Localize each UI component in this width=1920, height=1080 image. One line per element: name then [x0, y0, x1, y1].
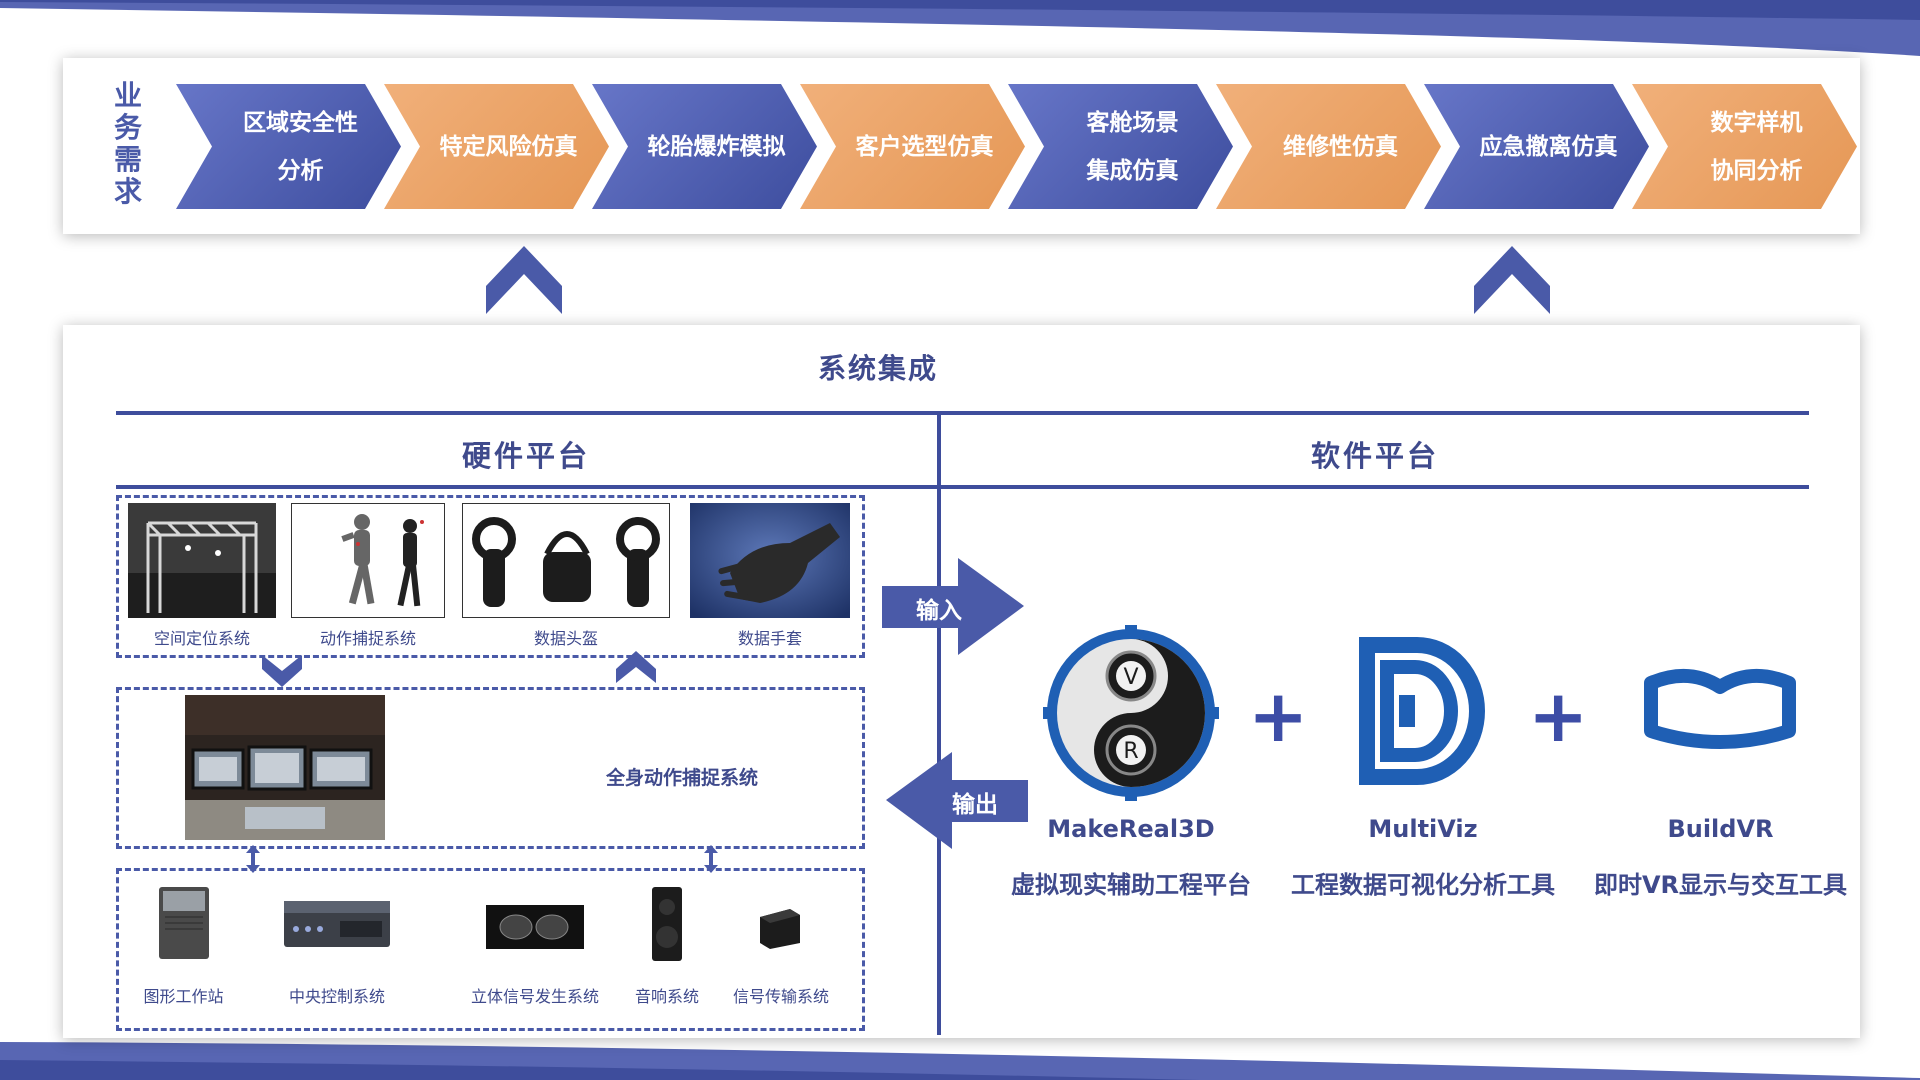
- vr-headset-image: [462, 503, 670, 618]
- panel-title: 系统集成: [817, 352, 938, 385]
- device-caption: 音响系统: [634, 987, 699, 1006]
- multiviz-logo: [1359, 637, 1485, 785]
- chevron-line1: 数字样机: [1710, 109, 1803, 136]
- device-caption: 空间定位系统: [153, 629, 250, 648]
- chevron-digital-mockup: 数字样机协同分析: [1632, 84, 1857, 209]
- product-name: MakeReal3D: [1047, 815, 1215, 843]
- chevron-cabin-scene: 客舱场景集成仿真: [1008, 84, 1233, 209]
- makereal3d-logo: V R: [1043, 625, 1219, 801]
- business-requirements-band: 业务需求 区域安全性分析 特定风险仿真 轮胎爆炸模拟 客户选型仿真 客舱场景集成…: [63, 58, 1860, 234]
- product-description: 虚拟现实辅助工程平台: [1011, 871, 1251, 899]
- workstation-image: [151, 885, 216, 960]
- device-caption: 数据头盔: [533, 629, 598, 648]
- chevron-line2: 协同分析: [1710, 157, 1803, 184]
- bottom-decoration: [0, 1042, 1920, 1080]
- chevron-line1: 区域安全性: [243, 109, 358, 136]
- svg-text:V: V: [1123, 665, 1138, 690]
- chevron-down-icon: [262, 655, 302, 687]
- control-room-image: [185, 695, 385, 840]
- system-integration-panel: 系统集成 硬件平台 软件平台 空间定位系统: [63, 325, 1860, 1038]
- positioning-system-image: [128, 503, 276, 618]
- chevron-line1: 客户选型仿真: [855, 133, 994, 160]
- chevron-line1: 轮胎爆炸模拟: [647, 133, 786, 160]
- column-divider: [937, 413, 941, 1035]
- chevron-emergency-evacuation: 应急撤离仿真: [1424, 84, 1649, 209]
- speaker-image: [650, 885, 684, 963]
- hardware-devices-box: [116, 495, 865, 658]
- svg-text:R: R: [1123, 739, 1138, 764]
- transmission-device-image: [756, 903, 804, 951]
- plus-icon: +: [1528, 674, 1589, 758]
- full-body-capture-label: 全身动作捕捉系统: [606, 767, 759, 789]
- infrastructure-box: [116, 868, 865, 1031]
- chevron-line1: 维修性仿真: [1283, 133, 1398, 160]
- motion-capture-image: [291, 503, 445, 618]
- input-arrow-icon: [882, 558, 1024, 655]
- product-description: 即时VR显示与交互工具: [1593, 871, 1848, 899]
- input-label: 输入: [916, 598, 962, 624]
- full-body-capture-box: [116, 687, 865, 849]
- chevron-line2: 分析: [277, 157, 324, 184]
- chevron-line1: 特定风险仿真: [439, 133, 578, 160]
- device-caption: 立体信号发生系统: [470, 987, 599, 1006]
- product-name: BuildVR: [1667, 815, 1774, 843]
- device-caption: 数据手套: [737, 629, 802, 648]
- buildvr-logo: [1639, 663, 1801, 755]
- arrow-updown-icon: [704, 845, 718, 873]
- arrow-updown-icon: [246, 845, 260, 873]
- hardware-platform-title: 硬件平台: [461, 439, 590, 473]
- data-glove-image: [690, 503, 850, 618]
- device-caption: 动作捕捉系统: [319, 629, 416, 648]
- chevron-maintainability: 维修性仿真: [1216, 84, 1441, 209]
- chevron-area-safety: 区域安全性分析: [176, 84, 401, 209]
- device-caption: 图形工作站: [143, 987, 224, 1006]
- output-label: 输出: [952, 792, 998, 818]
- output-arrow-icon: [886, 752, 1028, 849]
- control-system-image: [282, 895, 392, 955]
- stereo-generator-image: [486, 905, 584, 949]
- product-name: MultiViz: [1368, 815, 1478, 843]
- chevron-up-icon: [1474, 246, 1550, 314]
- chevron-tire-burst: 轮胎爆炸模拟: [592, 84, 817, 209]
- device-caption: 信号传输系统: [732, 987, 829, 1006]
- product-description: 工程数据可视化分析工具: [1291, 871, 1555, 899]
- plus-icon: +: [1248, 674, 1309, 758]
- chevron-up-icon: [616, 651, 656, 683]
- chevron-specific-risk: 特定风险仿真: [384, 84, 609, 209]
- business-requirements-label: 业务需求: [113, 79, 142, 208]
- chevron-line2: 集成仿真: [1086, 157, 1179, 184]
- chevron-up-icon: [486, 246, 562, 314]
- software-platform-title: 软件平台: [1310, 439, 1439, 473]
- chevron-line1: 应急撤离仿真: [1479, 133, 1618, 160]
- chevron-line1: 客舱场景: [1086, 109, 1179, 136]
- device-caption: 中央控制系统: [288, 987, 385, 1006]
- top-decoration: [0, 0, 1920, 56]
- divider: [116, 411, 1809, 415]
- chevron-customer-selection: 客户选型仿真: [800, 84, 1025, 209]
- divider: [116, 485, 1809, 489]
- requirement-chevrons: 区域安全性分析 特定风险仿真 轮胎爆炸模拟 客户选型仿真 客舱场景集成仿真 维修…: [176, 84, 1857, 209]
